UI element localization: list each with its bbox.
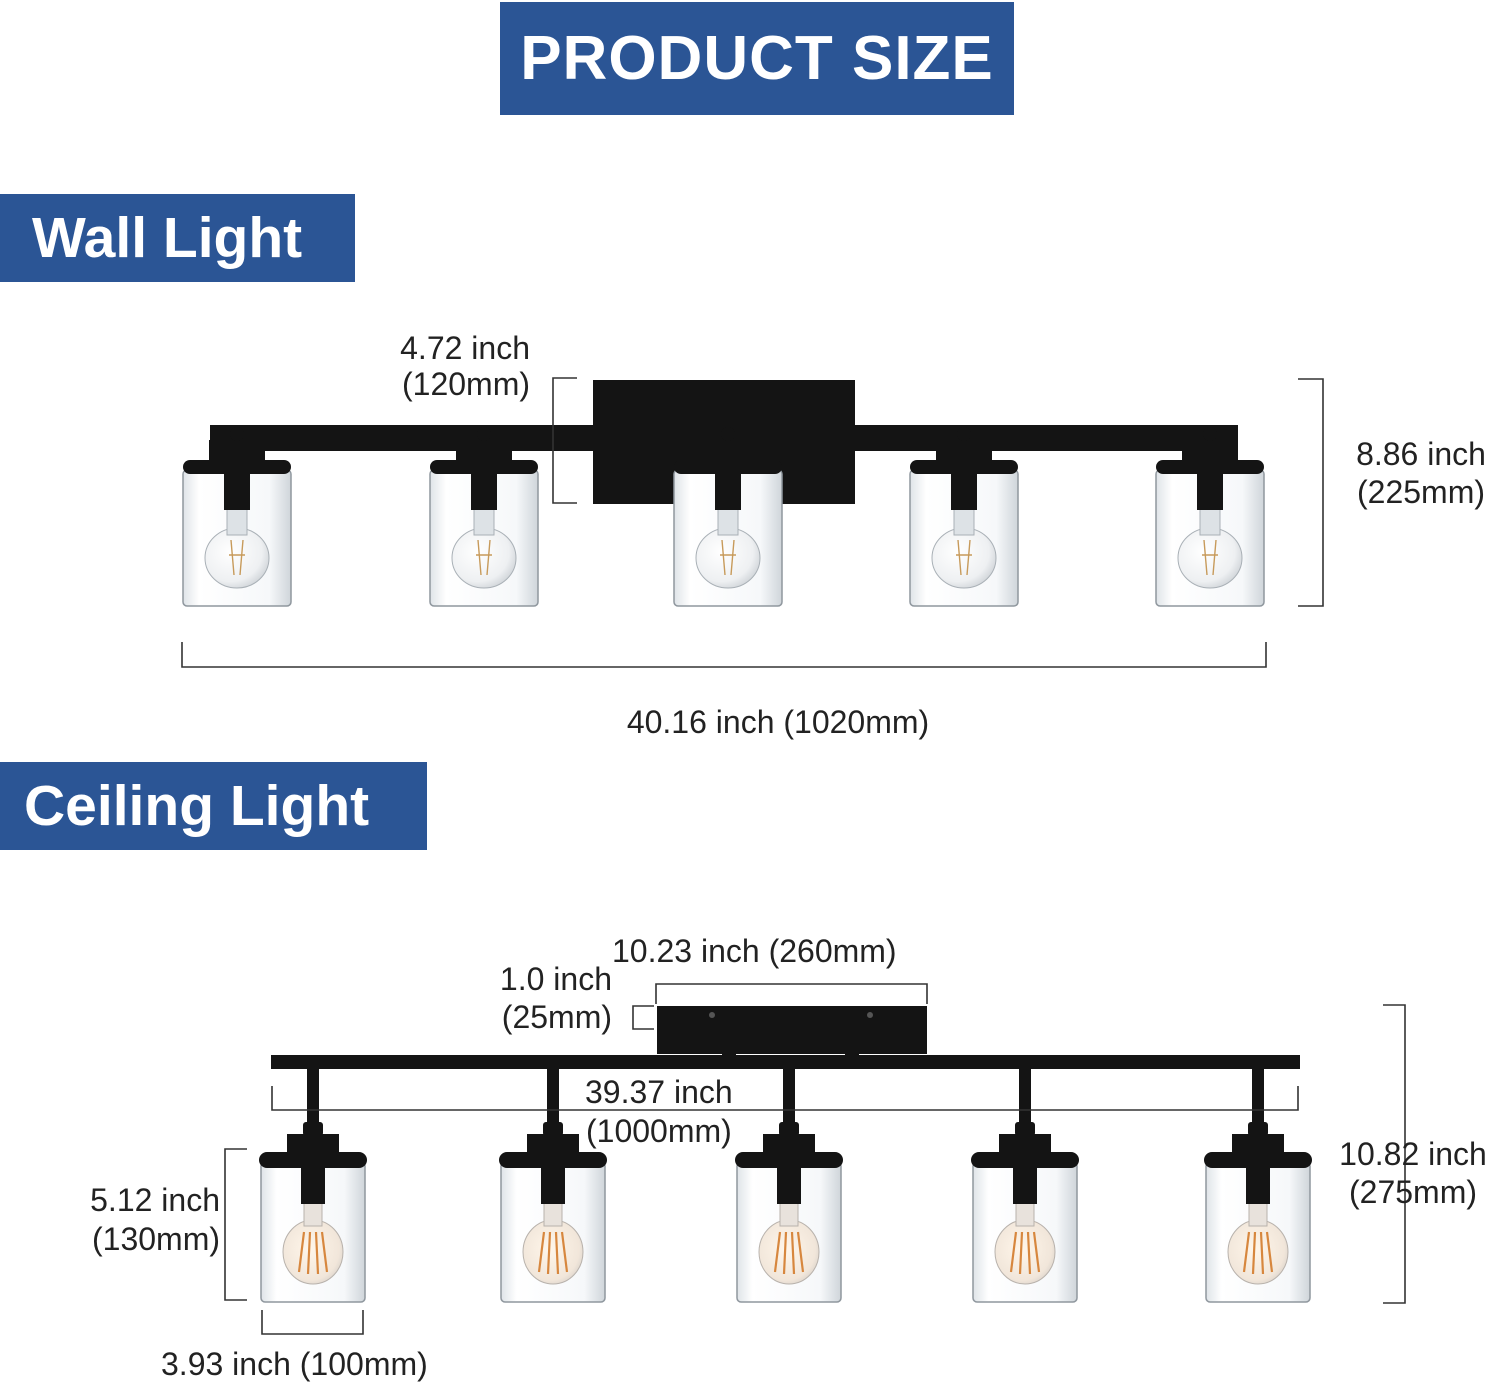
ceiling-shade-2: [499, 1068, 607, 1303]
wall-dimension-lines: [181, 377, 1324, 668]
ceiling-canopy-length-label: 10.23 inch (260mm): [612, 933, 897, 969]
ceiling-shade-1: [259, 1068, 367, 1303]
wall-backplate-height-inch: 4.72 inch: [400, 330, 530, 366]
ceiling-shade-height-bracket: [224, 1148, 247, 1301]
wall-backplate-height-mm: (120mm): [401, 366, 530, 402]
ceiling-shade-height-mm: (130mm): [91, 1221, 220, 1257]
page-title: PRODUCT SIZE: [500, 2, 1014, 115]
ceiling-canopy-depth-mm: (25mm): [501, 999, 612, 1035]
wall-shade-2: [429, 427, 539, 607]
wall-shade-4: [909, 427, 1019, 607]
ceiling-main-bar: [271, 1055, 1300, 1069]
ceiling-shade-height-inch: 5.12 inch: [90, 1182, 220, 1218]
ceiling-canopy-length-bracket: [655, 983, 928, 1004]
wall-height-mm: (225mm): [1356, 474, 1485, 510]
ceiling-canopy: [657, 1006, 927, 1054]
ceiling-light-fixture: [259, 1006, 1312, 1303]
ceiling-canopy-post-right: [845, 1030, 859, 1058]
wall-light-fixture: [182, 380, 1265, 607]
wall-backplate-bracket: [552, 377, 577, 504]
ceiling-height-mm: (275mm): [1348, 1174, 1477, 1210]
ceiling-canopy-depth-bracket: [632, 1005, 654, 1030]
ceiling-shade-5: [1204, 1068, 1312, 1303]
ceiling-bar-length-mm: (1000mm): [586, 1113, 732, 1149]
ceiling-shade-3: [735, 1068, 843, 1303]
wall-height-inch: 8.86 inch: [1356, 436, 1486, 472]
ceiling-bar-length-inch: 39.37 inch: [585, 1074, 733, 1110]
ceiling-light-heading: Ceiling Light: [0, 762, 427, 850]
ceiling-canopy-post-left: [722, 1030, 736, 1058]
ceiling-shade-width-bracket: [261, 1310, 364, 1335]
ceiling-canopy-depth-inch: 1.0 inch: [499, 961, 612, 997]
ceiling-shade-4: [971, 1068, 1079, 1303]
wall-light-shades: [182, 427, 1265, 607]
wall-shade-1: [182, 427, 292, 607]
ceiling-bar-length-bracket: [271, 1086, 1299, 1111]
ceiling-shade-width-label: 3.93 inch (100mm): [161, 1346, 428, 1382]
wall-width-bracket: [181, 642, 1267, 668]
wall-height-bracket: [1298, 378, 1324, 607]
wall-light-heading: Wall Light: [0, 194, 355, 282]
ceiling-height-bracket: [1383, 1004, 1406, 1304]
wall-shade-5: [1155, 427, 1265, 607]
wall-width-label: 40.16 inch (1020mm): [626, 704, 930, 740]
ceiling-height-inch: 10.82 inch: [1339, 1136, 1487, 1172]
ceiling-dimension-lines: [224, 983, 1406, 1335]
ceiling-light-shades: [259, 1068, 1312, 1303]
wall-shade-3: [673, 427, 783, 607]
